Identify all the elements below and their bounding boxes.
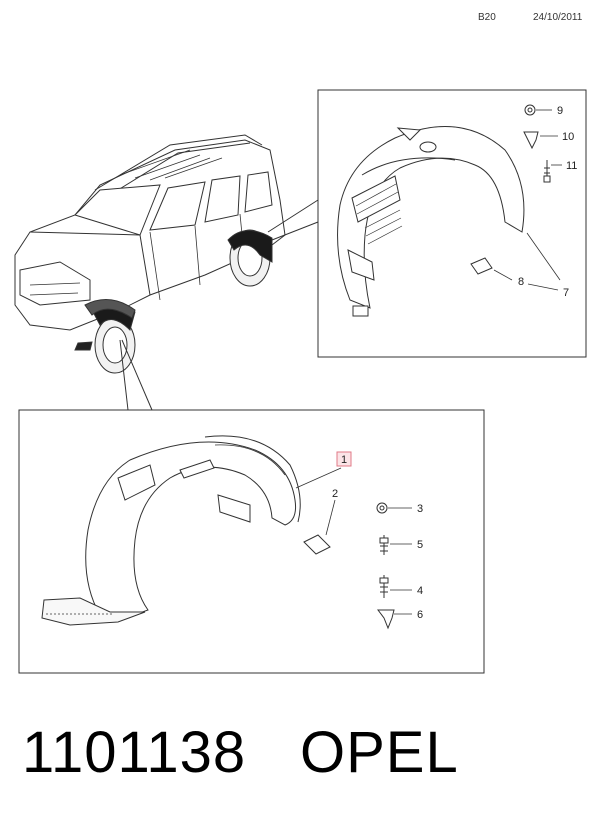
rear-detail-frame bbox=[317, 89, 587, 358]
callout-5: 5 bbox=[417, 539, 423, 551]
parts-diagram: 9 10 11 8 7 1 2 3 5 4 6 bbox=[14, 89, 587, 674]
callout-11: 11 bbox=[566, 160, 577, 172]
bottom-leader-lines bbox=[295, 467, 412, 615]
vehicle-illustration bbox=[14, 134, 286, 374]
callout-9: 9 bbox=[557, 105, 563, 117]
drawing-date: 24/10/2011 bbox=[533, 12, 583, 23]
top-small-parts bbox=[470, 104, 551, 275]
footer: 1101138 OPEL bbox=[0, 720, 600, 810]
callout-8: 8 bbox=[518, 276, 524, 288]
bottom-small-parts bbox=[303, 502, 395, 630]
callout-4: 4 bbox=[417, 585, 423, 597]
rear-wheel-liner bbox=[337, 125, 525, 317]
drawing-code: B20 bbox=[478, 12, 496, 23]
callout-7: 7 bbox=[563, 287, 569, 299]
callout-2: 2 bbox=[332, 488, 338, 500]
part-number: 1101138 bbox=[22, 720, 247, 785]
front-wheel-liner bbox=[41, 435, 301, 626]
brand-name: OPEL bbox=[300, 720, 459, 785]
callout-6: 6 bbox=[417, 609, 423, 621]
callout-10: 10 bbox=[562, 131, 574, 143]
top-leader-lines bbox=[493, 109, 562, 291]
callout-1-highlight bbox=[336, 451, 352, 467]
front-detail-frame bbox=[18, 409, 485, 674]
callout-3: 3 bbox=[417, 503, 423, 515]
connector-lines bbox=[119, 199, 319, 411]
callout-1: 1 bbox=[341, 454, 347, 466]
